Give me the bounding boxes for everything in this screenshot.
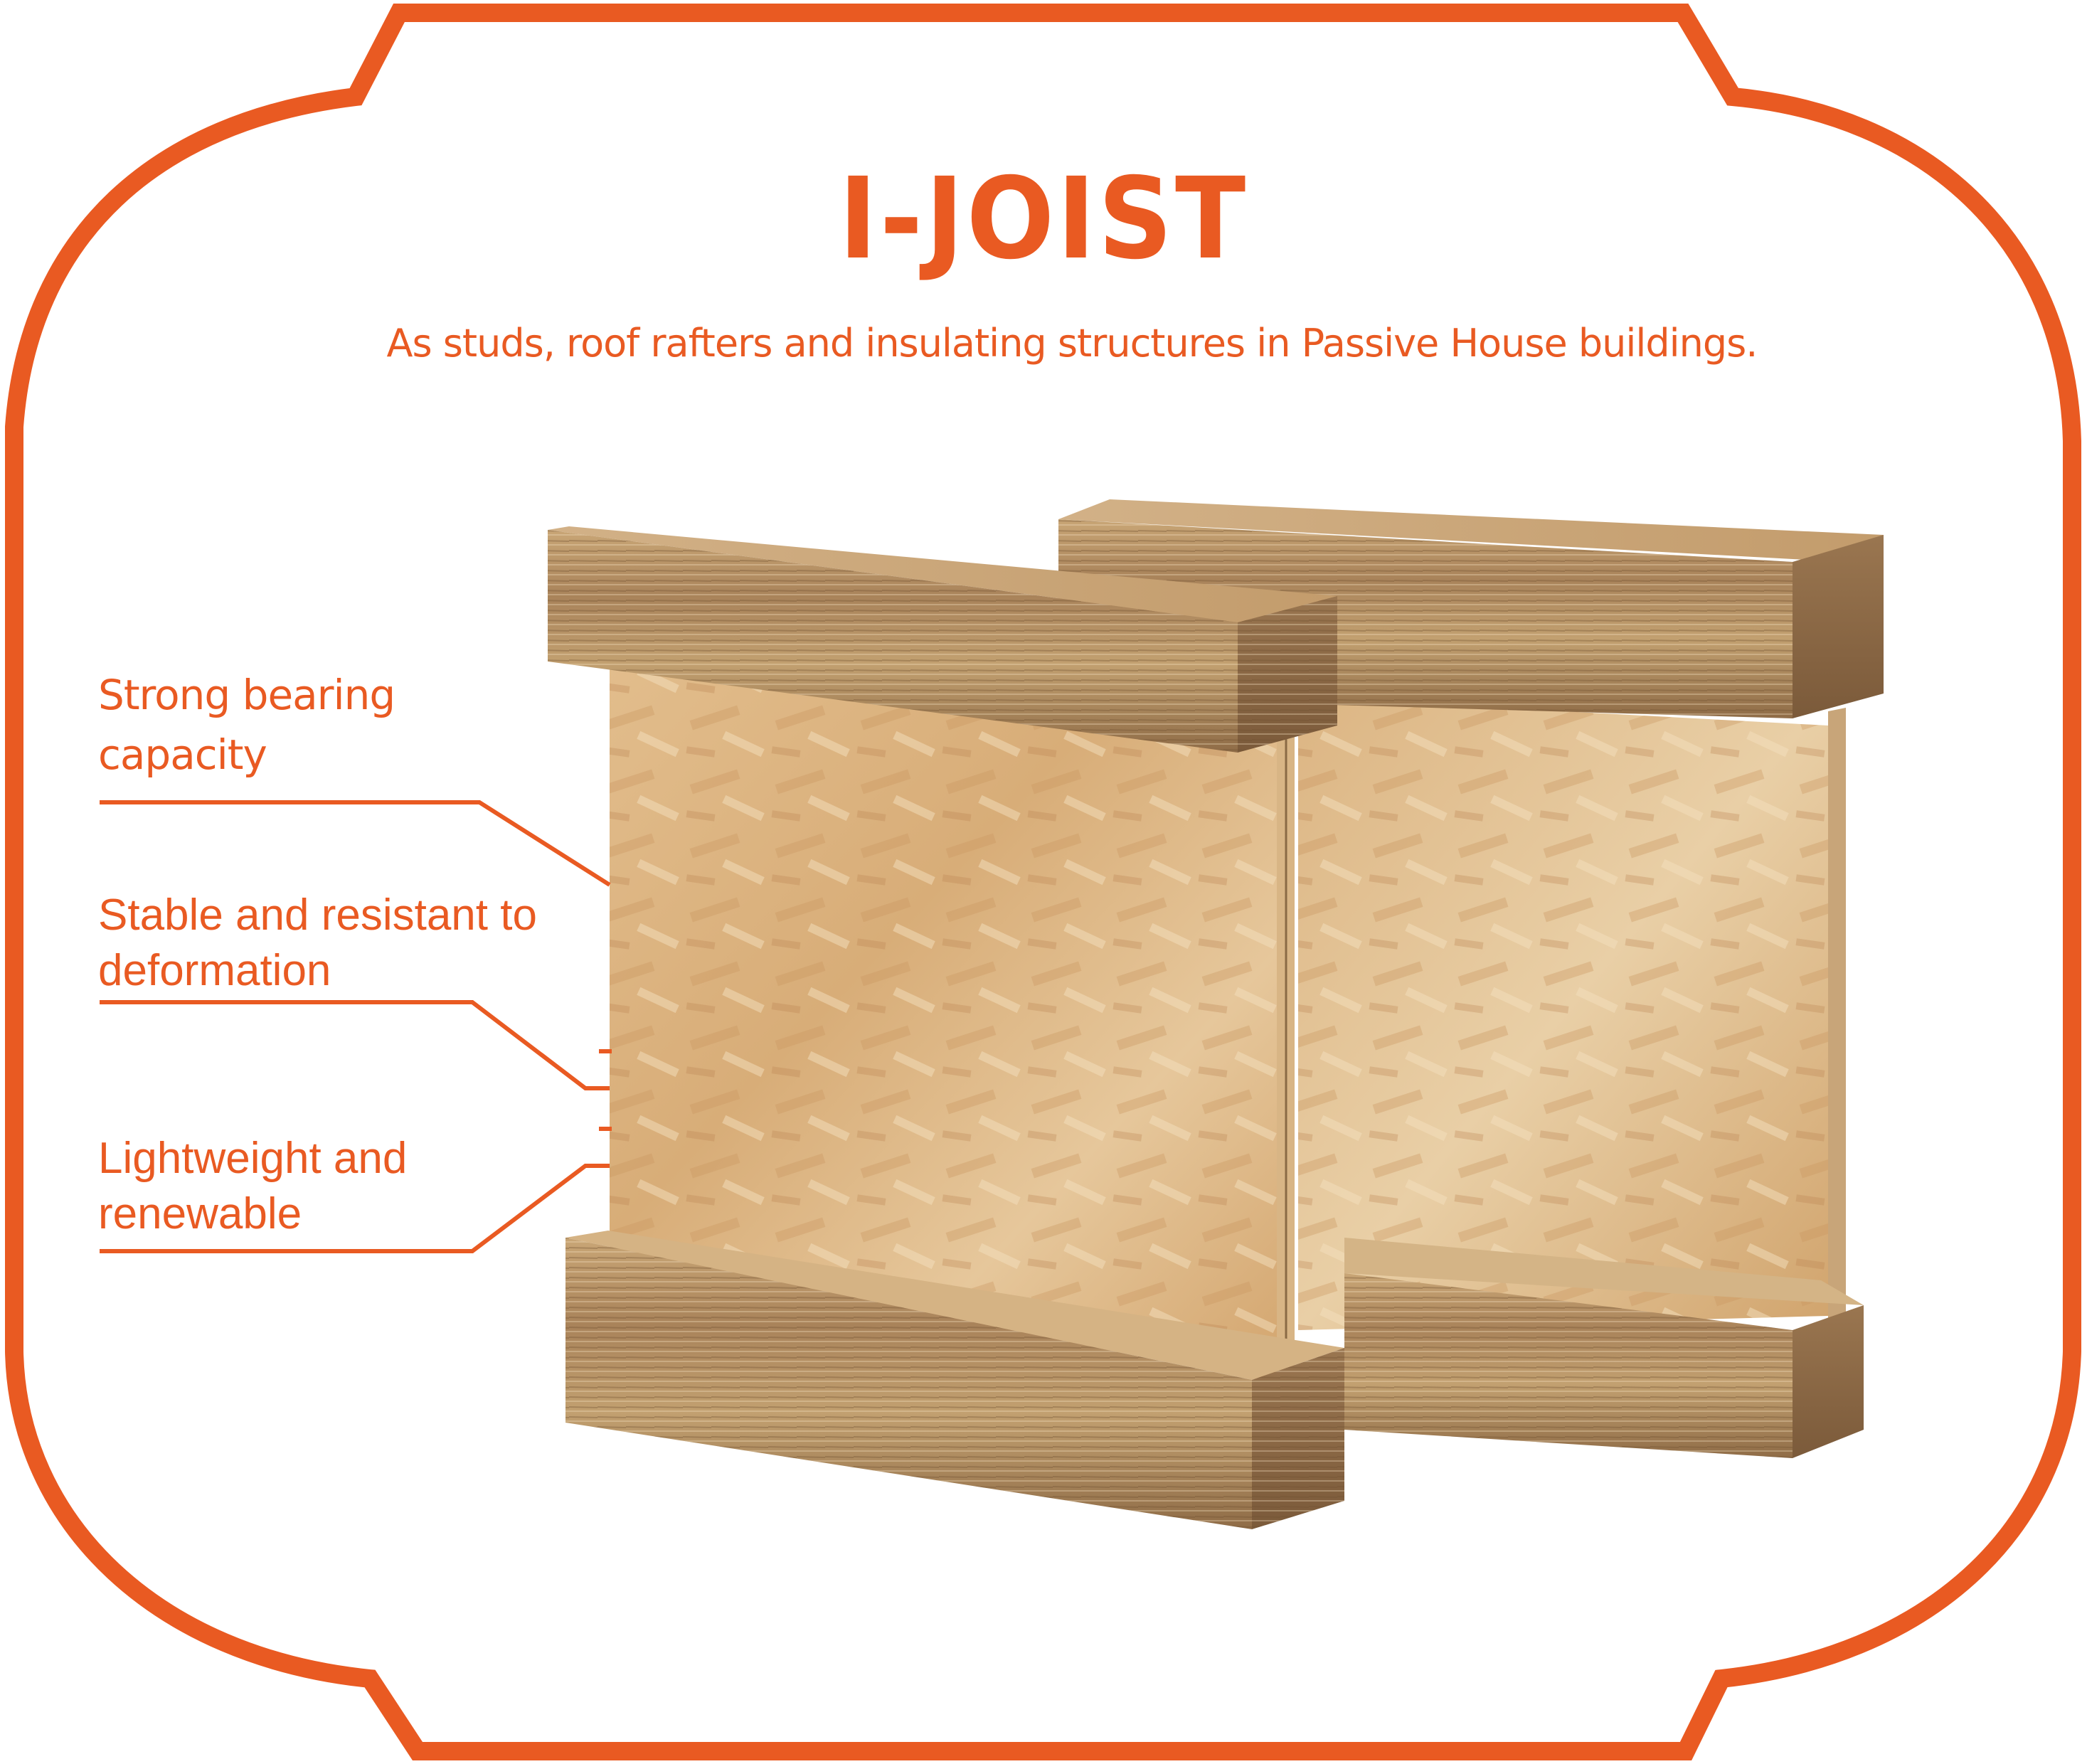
callout-line-lightweight xyxy=(100,1164,610,1253)
front-joist xyxy=(548,526,1344,1529)
back-joist xyxy=(1058,499,1884,1458)
page-title: I-JOIST xyxy=(839,154,1248,285)
feature-label-strong-bearing: Strong bearing capacity xyxy=(98,671,395,779)
page-subtitle: As studs, roof rafters and insulating st… xyxy=(386,321,1758,366)
feature-label-stable: Stable and resistant to deformation xyxy=(98,891,537,995)
callout-line-stable xyxy=(100,1000,610,1090)
callout-line-strong-bearing xyxy=(100,800,611,887)
feature-label-lightweight: Lightweight and renewable xyxy=(98,1134,408,1238)
